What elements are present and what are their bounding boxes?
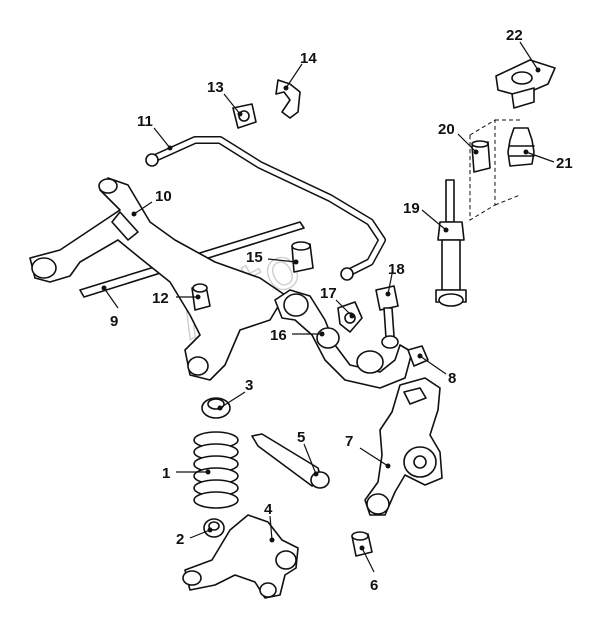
callout-5: 5 xyxy=(297,429,319,477)
svg-text:8: 8 xyxy=(448,370,456,387)
part-3-spring-seat xyxy=(201,397,231,419)
svg-text:18: 18 xyxy=(388,261,405,278)
part-21-dust-boot xyxy=(507,127,535,167)
svg-text:13: 13 xyxy=(207,79,224,96)
callout-20: 20 xyxy=(438,121,479,155)
part-4-lower-control-arm xyxy=(182,514,299,599)
callout-7: 7 xyxy=(345,433,391,469)
callout-2: 2 xyxy=(176,527,213,548)
part-22-top-mount xyxy=(495,59,556,109)
part-7-steering-knuckle xyxy=(364,377,443,516)
callout-4: 4 xyxy=(264,501,275,543)
svg-text:16: 16 xyxy=(270,327,287,344)
callout-14: 14 xyxy=(283,50,317,91)
svg-text:9: 9 xyxy=(110,313,118,330)
svg-text:11: 11 xyxy=(137,113,153,130)
callout-18: 18 xyxy=(385,261,405,297)
svg-text:3: 3 xyxy=(245,377,253,394)
callout-13: 13 xyxy=(207,79,243,117)
part-1-coil-spring xyxy=(193,431,239,509)
callout-15: 15 xyxy=(246,249,299,266)
callout-19: 19 xyxy=(403,200,449,233)
svg-text:12: 12 xyxy=(152,290,169,307)
svg-text:21: 21 xyxy=(556,155,573,172)
svg-text:1: 1 xyxy=(162,465,170,482)
part-14-bracket xyxy=(275,79,301,119)
svg-text:17: 17 xyxy=(320,285,337,302)
callout-6: 6 xyxy=(359,545,378,594)
svg-text:10: 10 xyxy=(155,188,172,205)
svg-text:6: 6 xyxy=(370,577,378,594)
part-5-trailing-link xyxy=(251,433,330,489)
part-10-subframe xyxy=(29,177,286,381)
part-13-bushing xyxy=(232,103,257,129)
callout-8: 8 xyxy=(417,353,456,387)
callout-1: 1 xyxy=(162,465,211,482)
svg-text:5: 5 xyxy=(297,429,305,446)
part-11-stabilizer-bar xyxy=(145,136,386,281)
callout-16: 16 xyxy=(270,327,325,344)
svg-text:7: 7 xyxy=(345,433,353,450)
part-6-ball-joint xyxy=(351,531,373,557)
part-15-bushing xyxy=(291,241,314,273)
callout-22: 22 xyxy=(506,27,541,73)
part-20-bump-stop xyxy=(471,140,491,173)
part-2-bushing xyxy=(203,518,225,538)
assembly-guide-lines xyxy=(469,119,521,221)
part-18-stabilizer-link xyxy=(375,285,399,349)
callout-9: 9 xyxy=(101,285,119,330)
part-16-control-arm xyxy=(274,289,413,389)
callout-12: 12 xyxy=(152,290,201,307)
part-12-bushing xyxy=(191,283,211,311)
svg-text:19: 19 xyxy=(403,200,420,217)
callout-3: 3 xyxy=(217,377,253,411)
svg-text:15: 15 xyxy=(246,249,263,266)
callout-11: 11 xyxy=(137,113,173,151)
svg-text:14: 14 xyxy=(300,50,317,67)
svg-text:20: 20 xyxy=(438,121,455,138)
callout-10: 10 xyxy=(131,188,172,217)
svg-text:22: 22 xyxy=(506,27,523,44)
svg-text:2: 2 xyxy=(176,531,184,548)
callout-17: 17 xyxy=(320,285,355,319)
svg-text:4: 4 xyxy=(264,501,273,518)
part-19-shock-absorber xyxy=(435,179,467,307)
callout-21: 21 xyxy=(523,149,573,172)
